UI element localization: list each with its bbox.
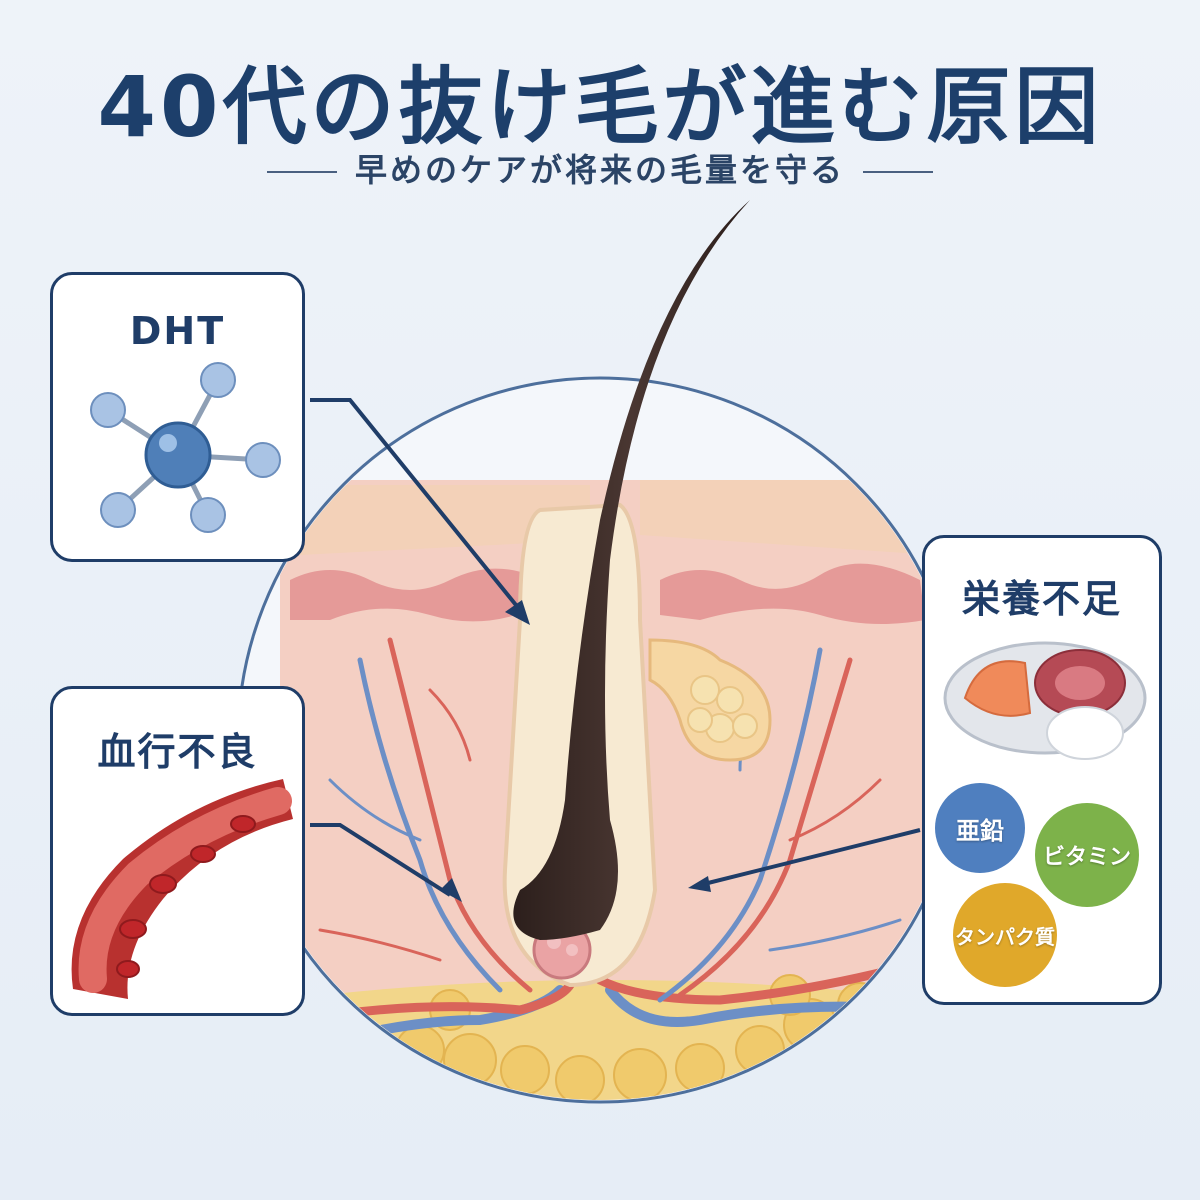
epidermis-right — [640, 480, 935, 555]
dht-label: DHT — [129, 309, 226, 353]
nutrient-protein: タンパク質 — [953, 883, 1057, 987]
nutrient-protein-label: タンパク質 — [955, 924, 1055, 949]
nutrient-zinc-label: 亜鉛 — [956, 816, 1004, 845]
food-plate-icon — [943, 641, 1147, 760]
nutrition-callout: 栄養不足 亜鉛 ビタミン タンパク質 — [922, 535, 1162, 1005]
papillary-band-left — [290, 568, 530, 622]
nutrient-zinc: 亜鉛 — [935, 783, 1025, 873]
callout-arrows — [310, 398, 921, 897]
subtitle-right-rule — [863, 171, 933, 173]
page-title: 40代の抜け毛が進む原因 — [97, 58, 1103, 156]
arrowheads — [440, 600, 711, 902]
papillary-band-right — [660, 563, 925, 624]
nutrition-label: 栄養不足 — [961, 577, 1122, 621]
page-subtitle: 早めのケアが将来の毛量を守る — [0, 145, 1200, 191]
blood-vessel-icon — [71, 779, 293, 999]
hair-shaft — [513, 200, 750, 940]
dht-callout: DHT — [50, 272, 305, 562]
nutrient-vitamin-label: ビタミン — [1042, 845, 1131, 870]
sebaceous-lobules — [687, 675, 758, 743]
molecule-icon — [90, 362, 281, 533]
nutrient-vitamin: ビタミン — [1035, 803, 1139, 907]
subtitle-left-rule — [266, 171, 337, 173]
blood-label: 血行不良 — [97, 730, 258, 774]
subtitle-text: 早めのケアが将来の毛量を守る — [354, 151, 845, 189]
blood-callout: 血行不良 — [50, 686, 305, 1016]
